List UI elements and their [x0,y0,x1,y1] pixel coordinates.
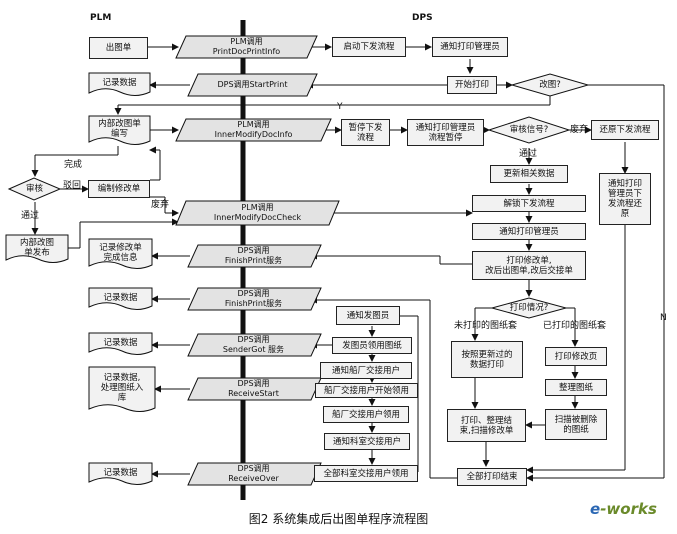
call-func: FinishPrint服务 [224,299,283,308]
all-print-end-box: 全部打印结束 [457,468,527,486]
notify-dept-box: 通知科室交接用户 [324,433,410,450]
record-change-info-doc: 记录修改单 完成信息 [99,242,142,263]
edge-label-pass-2: 通过 [519,149,538,159]
update-data-box: 更新相关数据 [490,165,568,183]
pause-flow-box: 暂停下发 流程 [341,119,390,146]
call-title: DPS调用 [237,289,270,298]
notify-sender-box: 通知发图员 [336,306,400,325]
call-func: PrintDocPrintInfo [212,47,281,56]
print-status-diamond: 打印情况? [509,303,549,313]
compile-change-box: 编制修改单 [88,180,150,198]
record-data-doc-4: 记录数据 [103,467,138,478]
edge-label-pass-1: 通过 [21,211,40,221]
logo-works: -works [600,500,657,518]
call-title: DPS调用StartPrint [217,80,288,89]
internal-change-release-doc: 内部改图 单发布 [19,238,54,258]
print-by-updated-box: 按照更新过的 数据打印 [451,341,523,378]
call-start-print: DPS调用StartPrint [192,74,313,96]
unprinted-sets-label: 未打印的图纸套 [454,321,518,331]
edge-label-done: 完成 [64,160,83,170]
call-func: ReceiveOver [228,474,279,483]
shipyard-start-box: 船厂交接用户开始领用 [315,383,418,398]
call-title: DPS调用 [237,246,270,255]
edge-label-reject: 驳回 [63,181,82,191]
shipyard-receive-box: 船厂交接用户领用 [323,406,409,423]
call-func: SenderGot 服务 [222,345,285,354]
notify-print-admin-box: 通知打印管理员 [432,37,508,57]
review-diamond: 审核 [25,184,43,194]
record-data-doc-3: 记录数据 [103,337,138,348]
print-finish-scan-box: 打印、整理结 束,扫描修改单 [447,409,526,442]
call-func: InnerModifyDocInfo [214,130,293,139]
logo-e: e [590,500,601,518]
figure-caption: 图2 系统集成后出图单程序流程图 [248,512,429,526]
record-data-doc-2: 记录数据 [103,292,138,303]
review-signal-diamond: 审核信号? [509,125,549,135]
edge-label-n: N [660,313,667,323]
notify-pause-box: 通知打印管理员 流程暂停 [407,119,484,146]
call-title: DPS调用 [237,335,270,344]
call-title: PLM调用 [230,37,263,46]
all-dept-receive-box: 全部科室交接用户领用 [314,465,418,482]
printed-sets-label: 已打印的图纸套 [543,321,607,331]
restore-flow-box: 还原下发流程 [591,120,659,140]
edge-label-abandon-1: 废弃 [151,200,170,210]
call-title: PLM调用 [241,203,274,212]
notify-restore-box: 通知打印 管理员下 发流程还 原 [599,173,651,225]
notify-admin-box-2: 通知打印管理员 [472,223,586,240]
call-title: DPS调用 [237,379,270,388]
unlock-flow-box: 解锁下发流程 [472,195,586,212]
edge-label-abandon-2: 废弃 [570,125,589,135]
issue-drawing-box: 出图单 [89,37,148,59]
edge-label-y: Y [337,102,343,112]
call-func: InnerModifyDocCheck [213,213,302,222]
print-change-page-box: 打印修改页 [545,347,607,366]
call-title: PLM调用 [237,120,270,129]
sender-receive-box: 发图员领用图纸 [332,337,412,354]
arrange-drawings-box: 整理图纸 [545,379,607,396]
modify-drawing-diamond: 改图? [539,80,561,90]
start-flow-box: 启动下发流程 [332,37,406,57]
plm-header: PLM [90,13,112,23]
eworks-logo: e-works [590,500,657,518]
call-func: FinishPrint服务 [224,256,283,265]
notify-shipyard-box: 通知船厂交接用户 [320,362,412,379]
internal-change-draft-doc: 内部改图单 编写 [98,119,141,139]
call-title: DPS调用 [237,464,270,473]
start-print-box: 开始打印 [447,76,497,94]
dps-header: DPS [412,13,433,23]
call-func: ReceiveStart [228,389,279,398]
scan-deleted-box: 扫描被删除 的图纸 [545,409,607,440]
print-change-box: 打印修改单, 改后出图单,改后交接单 [472,251,586,280]
record-data-archive-doc: 记录数据, 处理图纸入 库 [100,373,144,403]
record-data-doc-1: 记录数据 [102,78,137,88]
